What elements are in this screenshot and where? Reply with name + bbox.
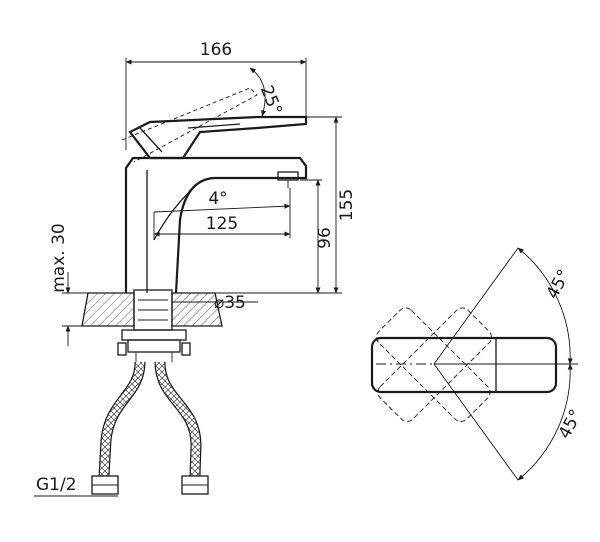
dim-max-deck-thickness: max. 30: [49, 223, 88, 346]
dim-overall-length: 166: [125, 40, 307, 150]
total-height-label: 155: [337, 189, 357, 221]
lever-angle-label: 25°: [256, 83, 286, 118]
top-view: 45° 45°: [370, 247, 587, 481]
handle-rotated-left: [377, 307, 492, 422]
flexible-hoses: [91, 361, 209, 495]
hole-diameter-label: ⌀35: [214, 293, 246, 313]
spout-reach-label: 125: [206, 214, 238, 234]
rotation-arcs: 45° 45°: [433, 247, 587, 481]
rotation-upper-label: 45°: [543, 266, 575, 302]
spout-height-label: 96: [315, 227, 335, 249]
spout-angle-label: 4°: [208, 189, 227, 209]
handle-rotated-right: [376, 307, 491, 422]
deck-section: [81, 289, 223, 362]
dim-spout-reach: 125: [153, 214, 291, 237]
hose-connection-label: G1/2: [36, 475, 77, 495]
max-deck-thickness-label: max. 30: [49, 223, 69, 292]
side-view: 166 25° 155 96 4° 12: [34, 40, 357, 497]
dim-hole-diameter: ⌀35: [172, 293, 258, 313]
handle-top: [370, 336, 558, 394]
dim-total-height: 155: [215, 116, 357, 294]
dim-spout-height: 96: [300, 179, 335, 294]
overall-length-label: 166: [200, 40, 232, 60]
dim-hose-connection: G1/2: [34, 475, 118, 497]
dim-lever-angle: 25°: [249, 67, 286, 118]
rotation-lower-label: 45°: [555, 406, 587, 442]
